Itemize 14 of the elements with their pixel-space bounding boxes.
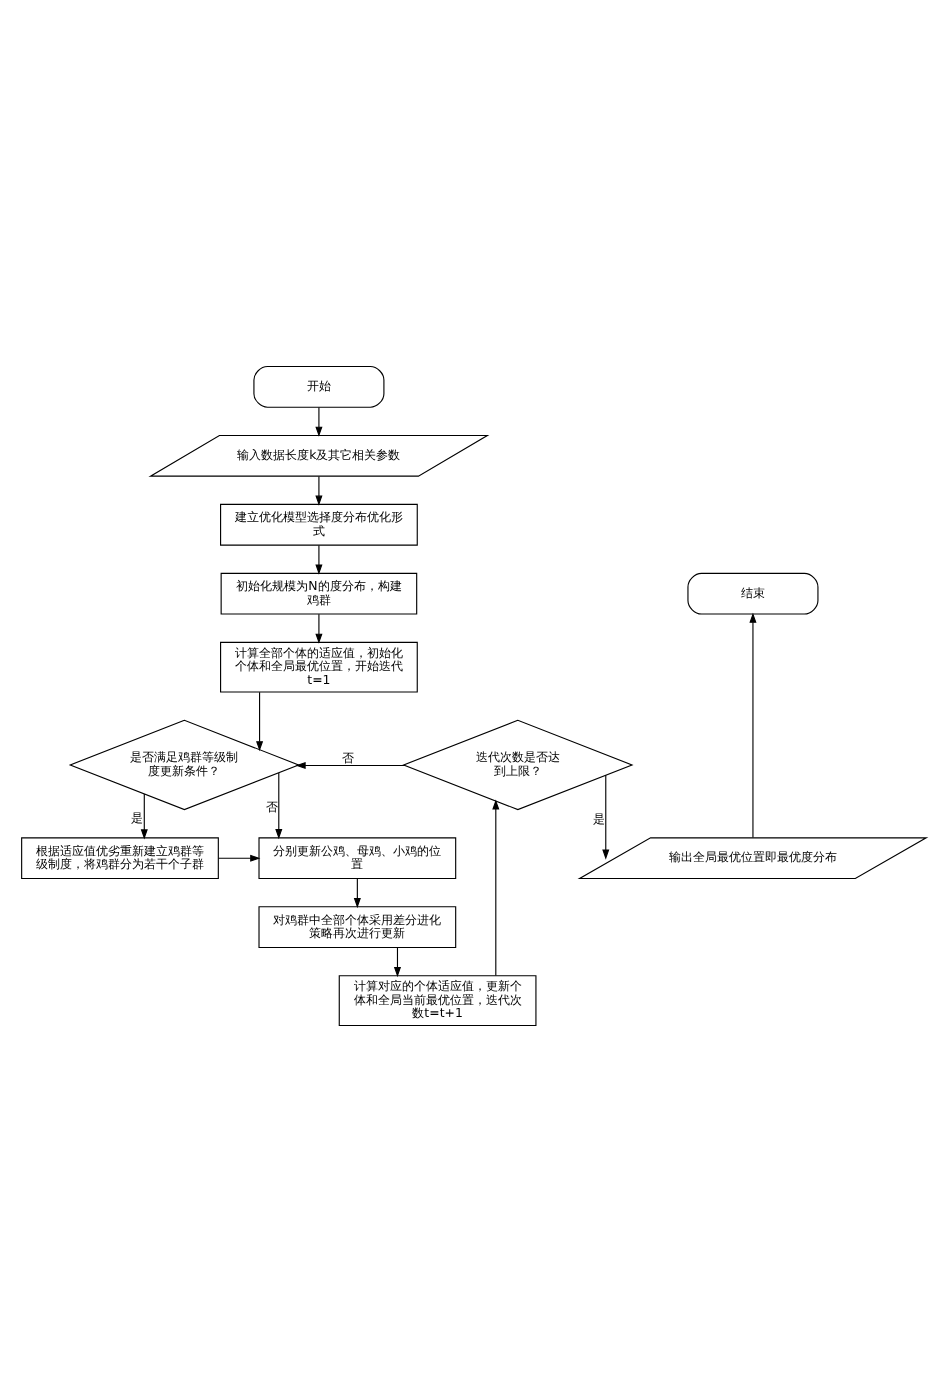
arrow [492,798,500,975]
arrow [315,474,323,505]
arrow [275,771,283,839]
arrow [602,773,610,859]
arrow [218,853,261,861]
arrow [315,406,323,436]
arrow [140,792,148,839]
arrow [315,543,323,574]
arrow [393,946,402,977]
arrow [295,760,406,769]
arrow [315,612,323,643]
arrow [256,690,264,751]
arrow [353,877,361,908]
arrow [749,611,757,837]
